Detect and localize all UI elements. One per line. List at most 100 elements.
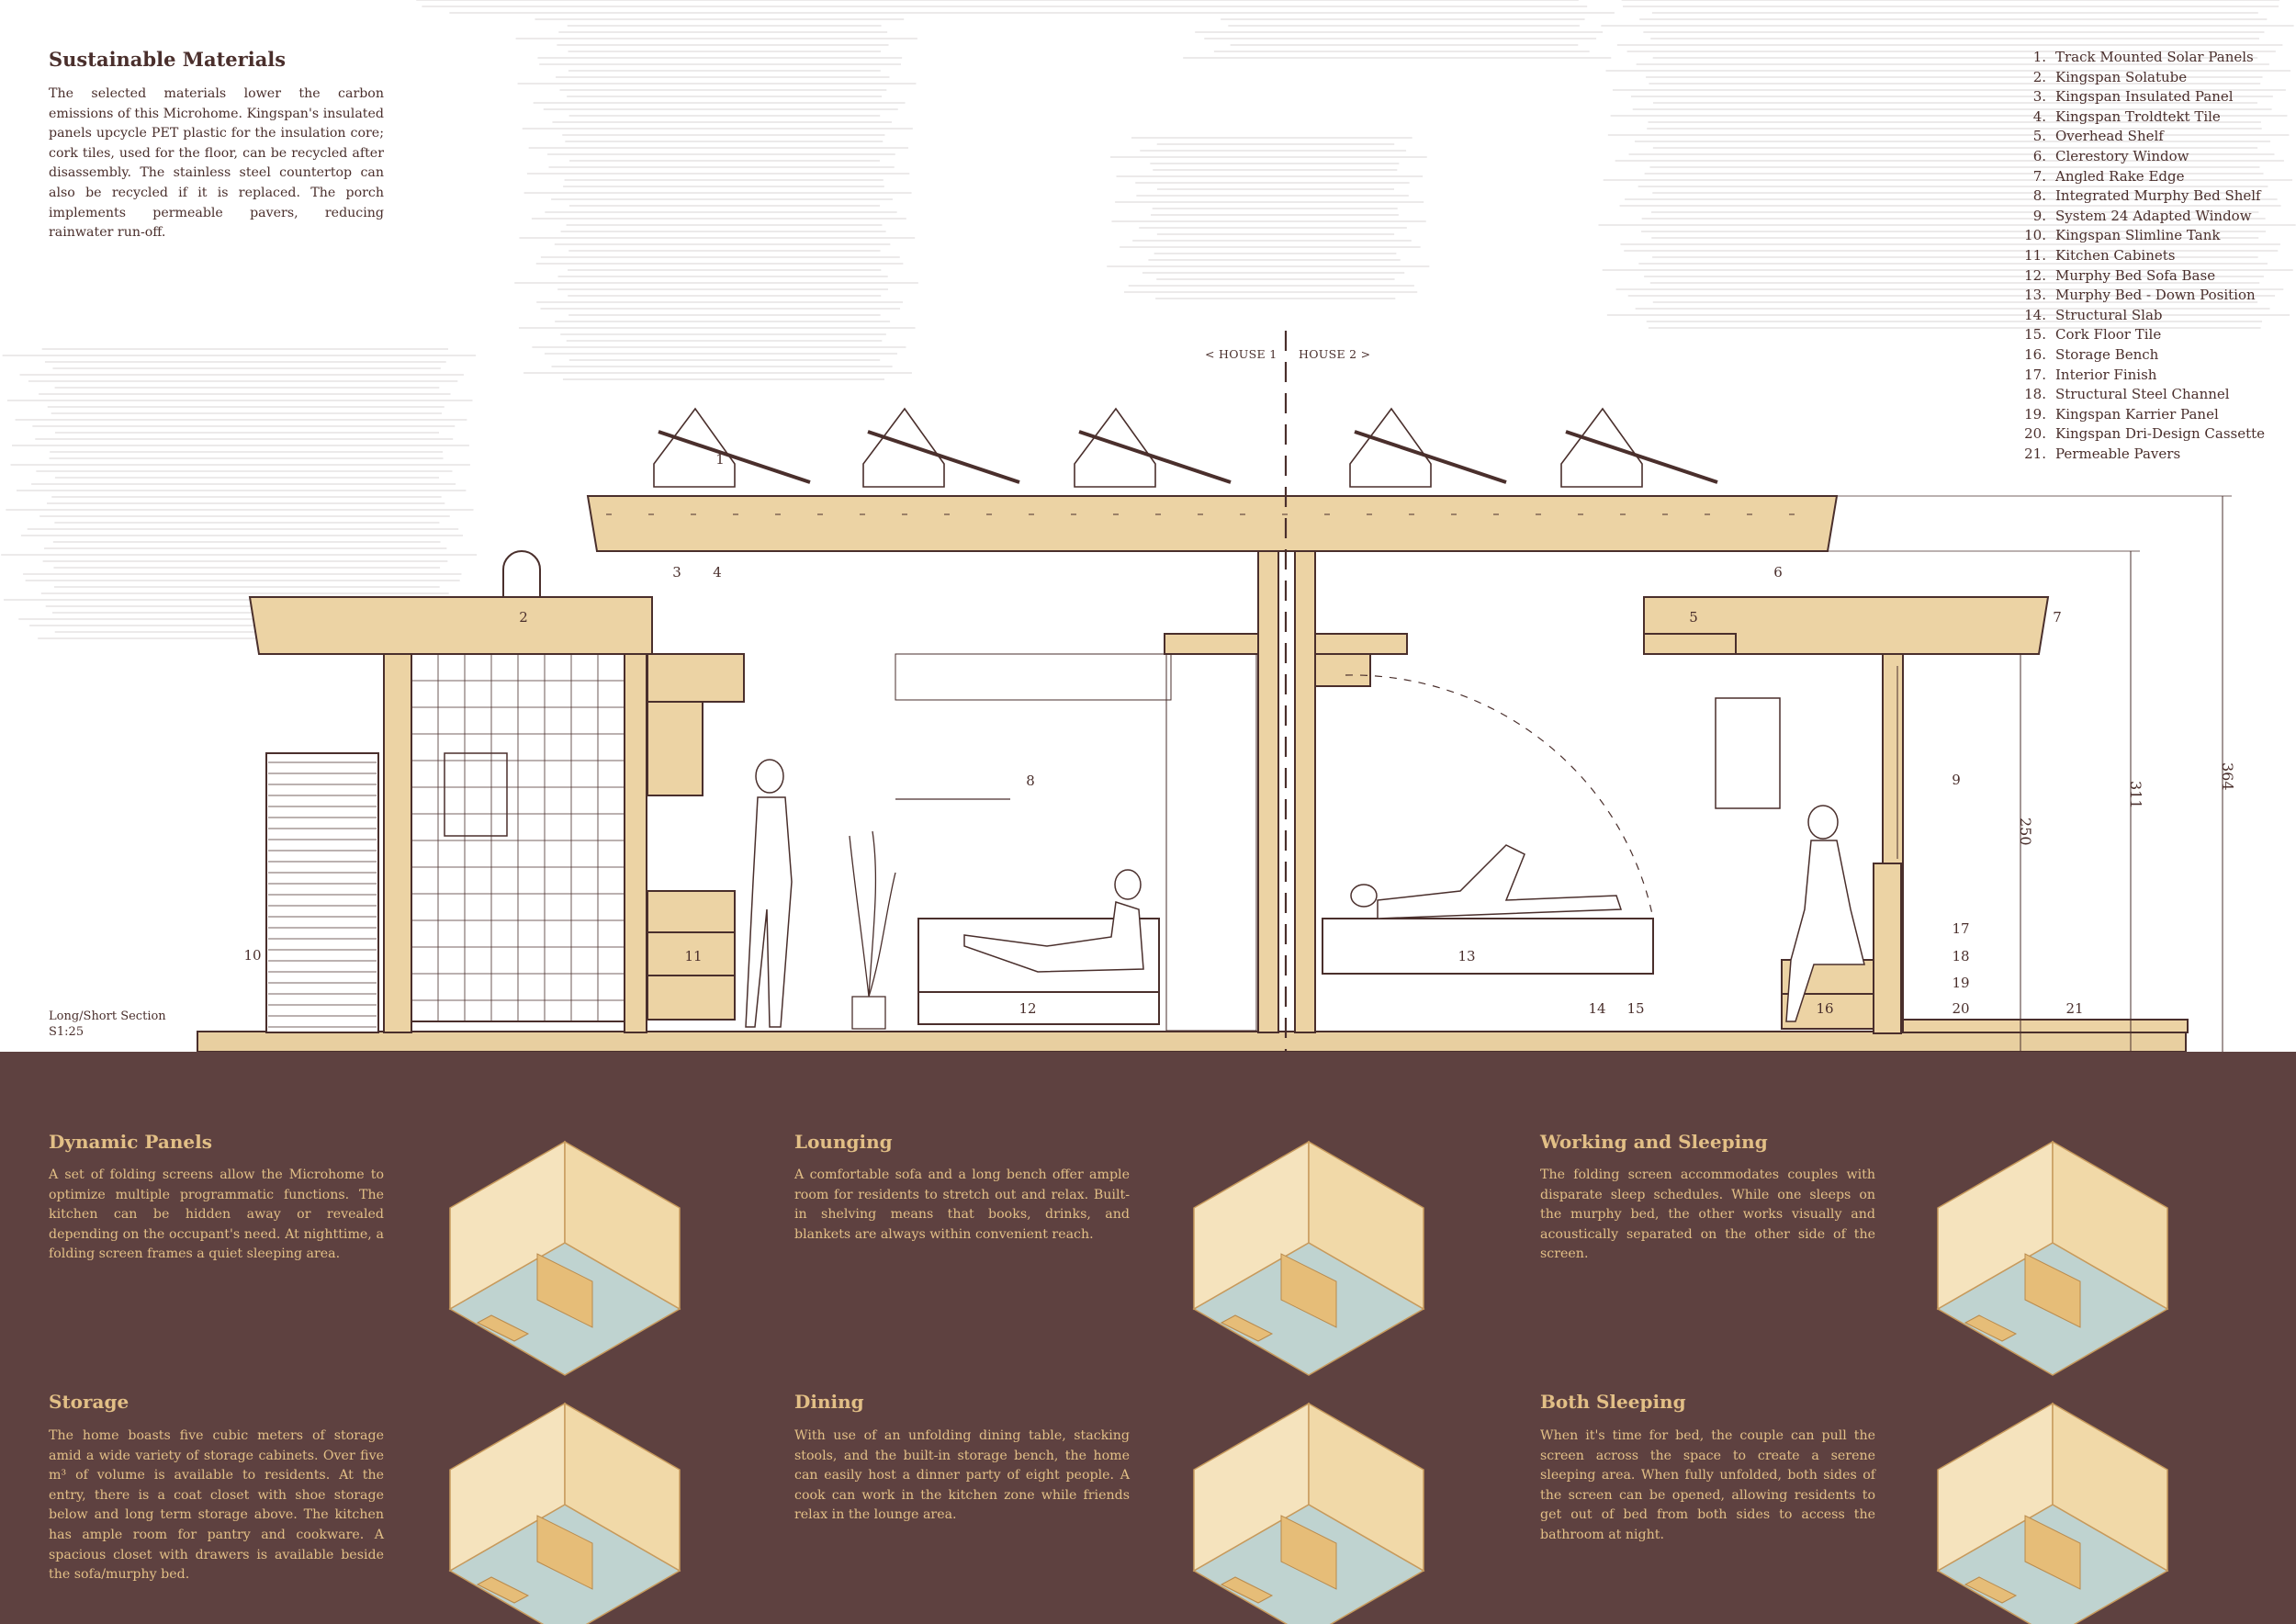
legend-number: 21.	[2024, 445, 2046, 462]
callout-15: 15	[1626, 1000, 1644, 1017]
legend-number: 7.	[2032, 167, 2046, 185]
legend-number: 2.	[2032, 68, 2046, 85]
legend-label: Kingspan Insulated Panel	[2055, 88, 2234, 106]
legend-item: 12. Murphy Bed Sofa Base	[2017, 266, 2265, 287]
legend-label: Clerestory Window	[2055, 147, 2189, 164]
legend-item: 18. Structural Steel Channel	[2017, 385, 2265, 405]
wall-left	[383, 653, 412, 1033]
legend-number: 1.	[2032, 49, 2046, 65]
wall-bathroom	[624, 653, 647, 1033]
callout-10: 10	[243, 947, 261, 964]
isometric-room-3	[1936, 1140, 2169, 1376]
wall-party-right	[1294, 550, 1316, 1033]
legend-number: 17.	[2024, 366, 2046, 383]
card-body-lounging: A comfortable sofa and a long bench offe…	[794, 1167, 1130, 1242]
isometric-room-5	[1192, 1402, 1425, 1624]
legend-item: 8. Integrated Murphy Bed Shelf	[2017, 186, 2265, 207]
card-title-dining: Dining	[794, 1391, 864, 1413]
callout-17: 17	[1952, 920, 1969, 937]
legend-label: Cork Floor Tile	[2055, 326, 2162, 344]
section-scale-label: Long/Short Section S1:25	[49, 1009, 166, 1040]
legend-label: Kingspan Slimline Tank	[2055, 227, 2221, 244]
isometric-room-4	[448, 1402, 681, 1624]
isometric-room-2	[1192, 1140, 1425, 1376]
legend-item: 7. Angled Rake Edge	[2017, 167, 2265, 187]
legend-item: 13.Murphy Bed - Down Position	[2017, 286, 2265, 306]
legend-label: Kingspan Karrier Panel	[2055, 405, 2219, 423]
callout-6: 6	[1773, 564, 1783, 581]
intro-title: Sustainable Materials	[49, 48, 287, 71]
legend-number: 19.	[2024, 405, 2046, 423]
legend-item: 10. Kingspan Slimline Tank	[2017, 226, 2265, 246]
legend-label: Integrated Murphy Bed Shelf	[2055, 187, 2261, 205]
legend-label: Interior Finish	[2055, 366, 2157, 383]
legend-item: 17. Interior Finish	[2017, 366, 2265, 386]
main-roof	[586, 495, 1839, 552]
legend-label: Structural Slab	[2055, 306, 2163, 323]
legend-number: 3.	[2032, 88, 2046, 106]
section-drawing-area: 1 2 3 4 5 6 7 8 9 10 11 12 13 14 15 16 1…	[0, 0, 2296, 1052]
card-body-storage: The home boasts five cubic meters of sto…	[49, 1428, 384, 1583]
section-drawing: 1 2 3 4 5 6 7 8 9 10 11 12 13 14 15 16 1…	[197, 331, 2236, 1052]
water-tank	[265, 752, 379, 1033]
legend-number: 11.	[2024, 246, 2046, 264]
legend-list: 1. Track Mounted Solar Panels 2. Kingspan S…	[2017, 48, 2265, 464]
program-panel: Dynamic Panels A set of folding screens …	[0, 1052, 2296, 1624]
legend-number: 10.	[2024, 227, 2046, 244]
cloud-hatch-background	[1, 0, 2296, 639]
callout-12: 12	[1019, 1000, 1036, 1017]
house-1-label: < HOUSE 1	[1205, 347, 1277, 361]
callout-2: 2	[519, 609, 528, 626]
legend-label: Storage Bench	[2055, 345, 2159, 363]
callout-13: 13	[1458, 948, 1475, 964]
house-2-label: HOUSE 2 >	[1299, 347, 1371, 361]
card-title-lounging: Lounging	[794, 1131, 893, 1153]
callout-11: 11	[684, 948, 702, 964]
legend-label: Track Mounted Solar Panels	[2055, 49, 2254, 65]
legend-label: Angled Rake Edge	[2055, 167, 2185, 185]
legend-number: 12.	[2024, 266, 2046, 284]
legend-item: 2. Kingspan Solatube	[2017, 68, 2265, 88]
legend-number: 8.	[2032, 187, 2046, 205]
intro-body: The selected materials lower the carbon …	[49, 86, 384, 241]
legend-item: 3. Kingspan Insulated Panel	[2017, 87, 2265, 107]
callout-7: 7	[2053, 609, 2062, 626]
legend-item: 21.Permeable Pavers	[2017, 445, 2265, 465]
legend-number: 4.	[2032, 107, 2046, 125]
isometric-room-6	[1936, 1402, 2169, 1624]
legend-item: 14. Structural Slab	[2017, 306, 2265, 326]
card-body-both-sleeping: When it's time for bed, the couple can p…	[1540, 1428, 1875, 1542]
legend-label: Murphy Bed - Down Position	[2055, 287, 2256, 304]
legend-item: 19. Kingspan Karrier Panel	[2017, 405, 2265, 425]
dimension-311: 311	[2127, 781, 2144, 809]
dimension-250: 250	[2017, 818, 2034, 846]
legend-label: Kingspan Dri-Design Cassette	[2055, 425, 2266, 443]
card-body-working-sleeping: The folding screen accommodates couples …	[1540, 1167, 1875, 1262]
legend-item: 4.Kingspan Troldtekt Tile	[2017, 107, 2265, 128]
section-label-scale: S1:25	[49, 1025, 84, 1039]
legend-label: Murphy Bed Sofa Base	[2055, 266, 2216, 284]
dimension-364: 364	[2219, 762, 2236, 791]
legend-number: 9.	[2032, 207, 2046, 224]
legend-item: 16.Storage Bench	[2017, 345, 2265, 366]
wall-party-left	[1257, 550, 1279, 1033]
legend-number: 15.	[2024, 326, 2046, 344]
legend-number: 14.	[2024, 306, 2046, 323]
legend-label: System 24 Adapted Window	[2055, 207, 2252, 224]
callout-5: 5	[1689, 609, 1698, 626]
legend-label: Kitchen Cabinets	[2055, 246, 2176, 264]
legend-number: 18.	[2024, 386, 2046, 403]
legend-number: 5.	[2032, 128, 2046, 145]
callout-4: 4	[713, 564, 722, 581]
legend-item: 5.Overhead Shelf	[2017, 127, 2265, 147]
legend-label: Structural Steel Channel	[2055, 386, 2230, 403]
callout-14: 14	[1588, 1000, 1605, 1017]
legend-label: Kingspan Solatube	[2055, 68, 2188, 85]
legend-item: 9. System 24 Adapted Window	[2017, 207, 2265, 227]
callout-1: 1	[715, 451, 725, 468]
left-lower-roof	[248, 596, 653, 655]
section-label-title: Long/Short Section	[49, 1009, 166, 1023]
card-title-storage: Storage	[49, 1391, 129, 1413]
ground-slab	[197, 1031, 2187, 1052]
card-title-both-sleeping: Both Sleeping	[1540, 1391, 1686, 1413]
